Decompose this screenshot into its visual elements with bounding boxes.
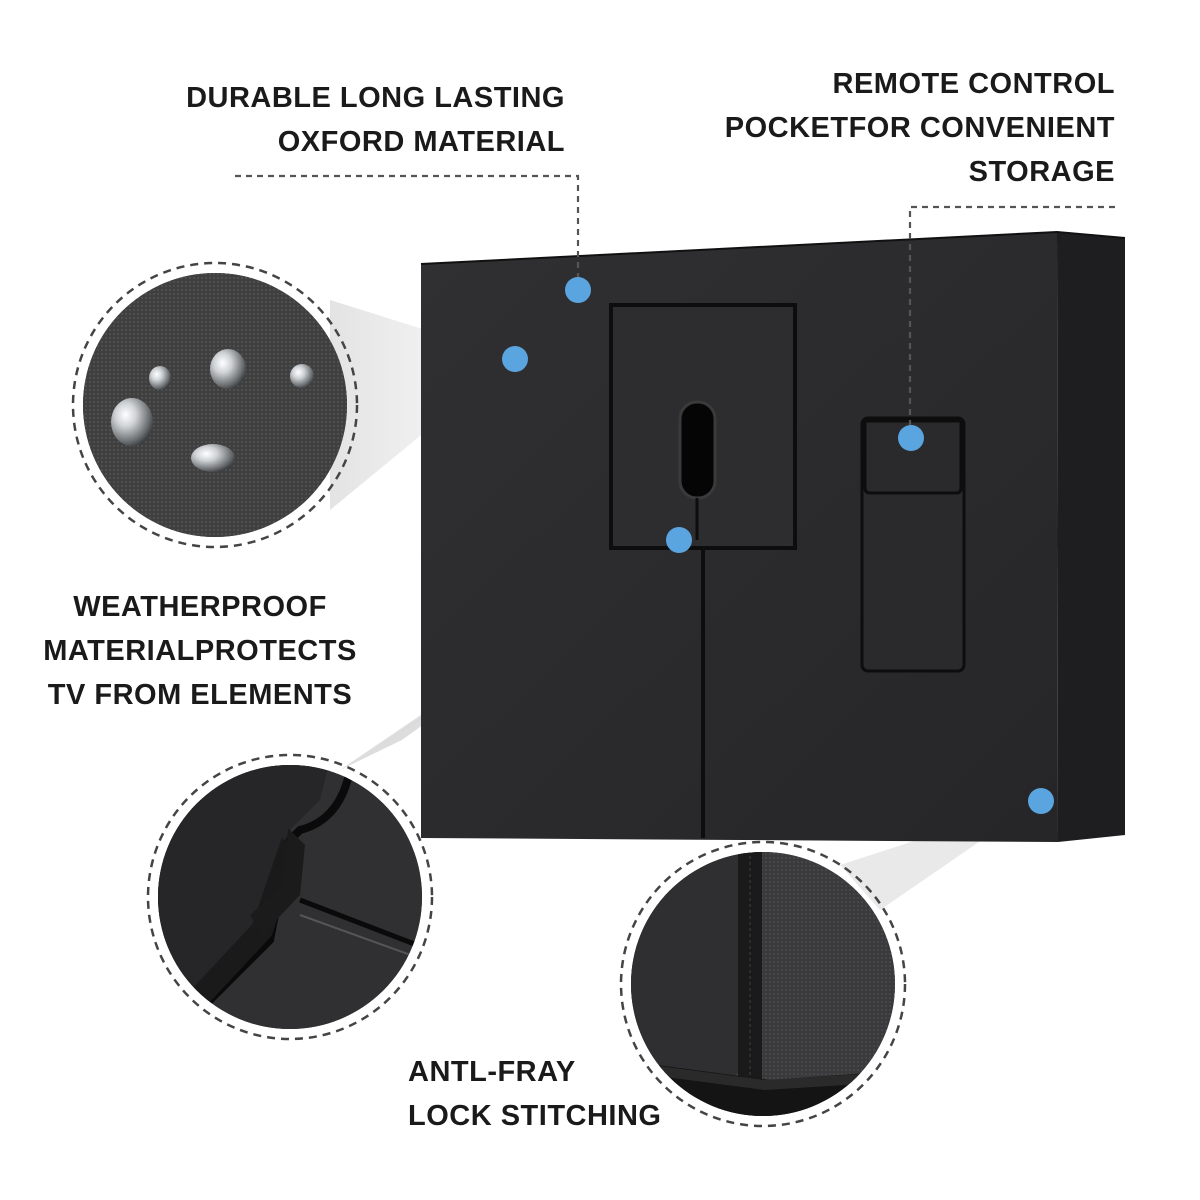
feature-markers bbox=[502, 277, 1054, 814]
remote-pocket bbox=[860, 416, 966, 673]
callout-durable-material: DURABLE LONG LASTING OXFORD MATERIAL bbox=[140, 76, 565, 164]
marker-dot-icon bbox=[898, 425, 924, 451]
callout-line: POCKETFOR CONVENIENT bbox=[724, 112, 1115, 144]
marker-dot-icon bbox=[1028, 788, 1054, 814]
callout-line: OXFORD MATERIAL bbox=[277, 126, 565, 158]
leader-lines bbox=[235, 174, 1115, 437]
marker-dot-icon bbox=[666, 527, 692, 553]
callout-weatherproof: WEATHERPROOF MATERIALPROTECTS TV FROM EL… bbox=[20, 585, 380, 717]
marker-dot-icon bbox=[502, 346, 528, 372]
callout-anti-fray: ANTL-FRAY LOCK STITCHING bbox=[408, 1050, 662, 1138]
cable-slot bbox=[678, 400, 717, 500]
callout-line: ANTL-FRAY bbox=[408, 1056, 576, 1088]
callout-line: REMOTE CONTROL bbox=[832, 68, 1115, 100]
callout-line: STORAGE bbox=[968, 156, 1115, 188]
zoom-circle-edge bbox=[146, 753, 434, 1041]
water-droplets-icon bbox=[111, 349, 314, 472]
callout-line: LOCK STITCHING bbox=[408, 1100, 662, 1132]
marker-dot-icon bbox=[565, 277, 591, 303]
callout-line: MATERIALPROTECTS bbox=[43, 635, 357, 667]
callout-line: TV FROM ELEMENTS bbox=[47, 679, 353, 711]
callout-remote-pocket: REMOTE CONTROL POCKETFOR CONVENIENT STOR… bbox=[680, 62, 1115, 194]
callout-line: WEATHERPROOF bbox=[73, 591, 327, 623]
callout-line: DURABLE LONG LASTING bbox=[186, 82, 565, 114]
zoom-circle-fabric bbox=[71, 261, 359, 549]
cover-side-panel bbox=[1057, 232, 1125, 842]
tv-cover bbox=[420, 230, 1126, 842]
